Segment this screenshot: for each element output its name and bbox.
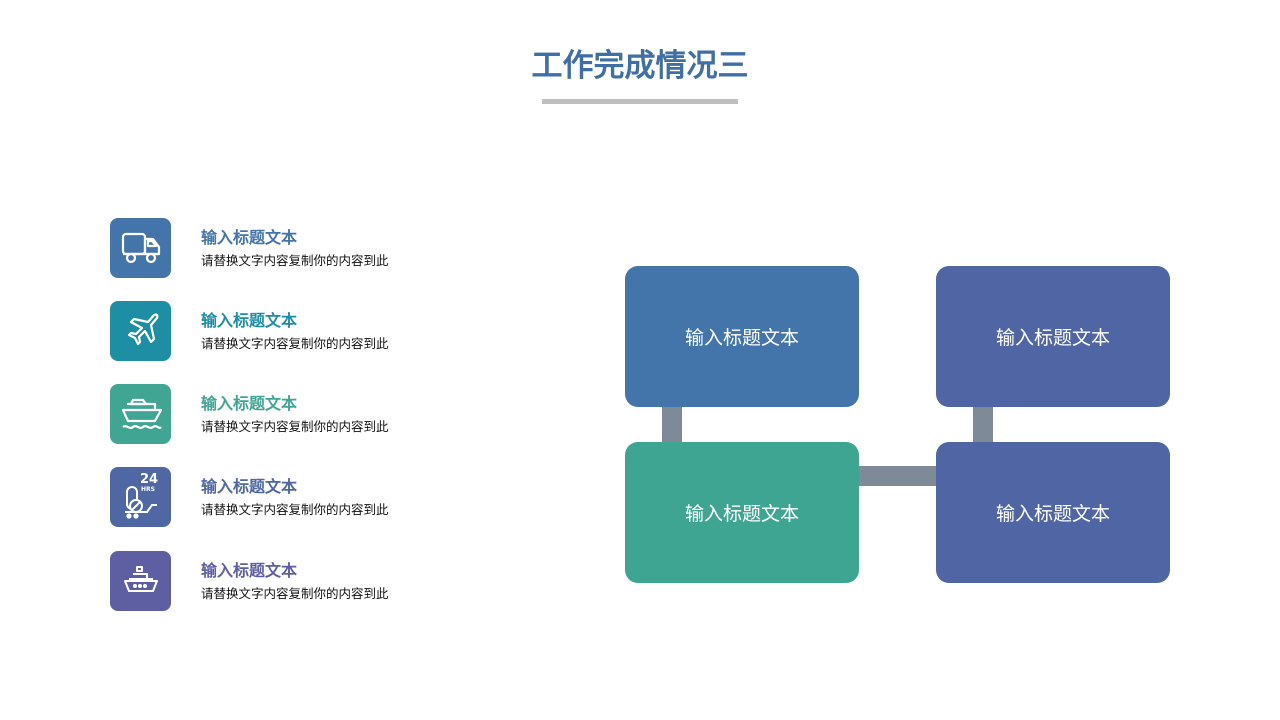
connector xyxy=(857,466,938,486)
item-desc: 请替换文字内容复制你的内容到此 xyxy=(201,586,389,601)
pharmacy-24hrs-icon: 24 HRS xyxy=(110,467,171,527)
item-title: 输入标题文本 xyxy=(201,394,298,413)
title-underline xyxy=(542,99,738,104)
list-item: 输入标题文本 请替换文字内容复制你的内容到此 xyxy=(110,551,530,611)
item-title: 输入标题文本 xyxy=(201,477,298,496)
badge-hrs: HRS xyxy=(141,486,155,493)
item-title: 输入标题文本 xyxy=(201,561,298,580)
list-item: 24 HRS 输入标题文本 请替换文字内容复制你的内容到此 xyxy=(110,467,530,527)
item-desc: 请替换文字内容复制你的内容到此 xyxy=(201,253,389,268)
page-title: 工作完成情况三 xyxy=(531,48,749,84)
item-desc: 请替换文字内容复制你的内容到此 xyxy=(201,419,389,434)
item-title: 输入标题文本 xyxy=(201,228,298,247)
connector xyxy=(973,405,993,445)
item-title: 输入标题文本 xyxy=(201,311,298,330)
connector xyxy=(662,405,682,445)
boat-icon xyxy=(110,551,171,611)
box-top-left: 输入标题文本 xyxy=(625,266,859,407)
box-top-right: 输入标题文本 xyxy=(936,266,1170,407)
ship-icon xyxy=(110,384,171,444)
badge-24: 24 xyxy=(140,472,159,487)
airplane-icon xyxy=(110,301,171,361)
item-desc: 请替换文字内容复制你的内容到此 xyxy=(201,502,389,517)
list-item: 输入标题文本 请替换文字内容复制你的内容到此 xyxy=(110,218,530,278)
list-item: 输入标题文本 请替换文字内容复制你的内容到此 xyxy=(110,301,530,361)
list-item: 输入标题文本 请替换文字内容复制你的内容到此 xyxy=(110,384,530,444)
box-bottom-left: 输入标题文本 xyxy=(625,442,859,583)
item-desc: 请替换文字内容复制你的内容到此 xyxy=(201,336,389,351)
truck-icon xyxy=(110,218,171,278)
box-bottom-right: 输入标题文本 xyxy=(936,442,1170,583)
